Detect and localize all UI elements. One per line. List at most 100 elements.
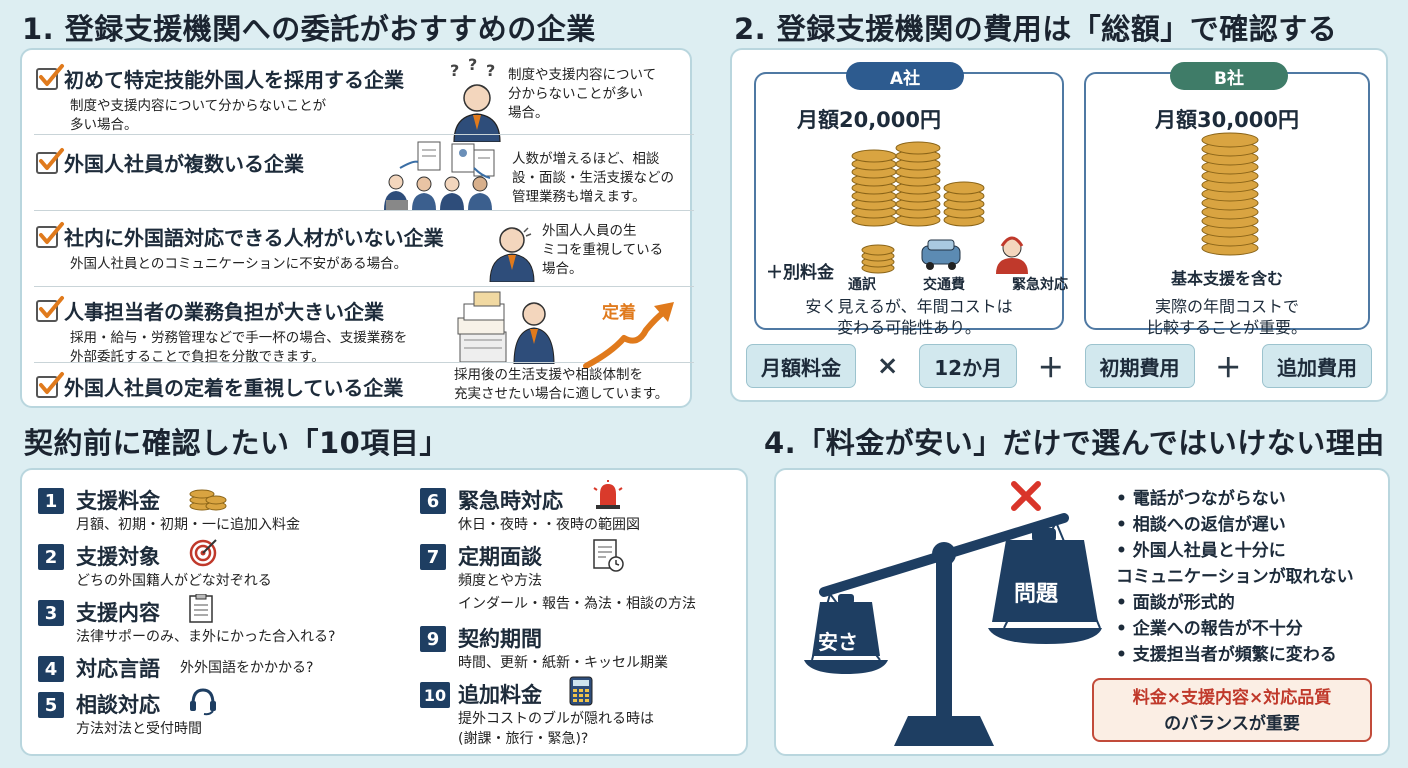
company-b-note: 実際の年間コストで — [1154, 297, 1299, 316]
s1-item-desc: 制度や支援内容について分からないことが — [70, 98, 327, 114]
s1-item-note: 制度や支援内容について — [508, 67, 657, 83]
item-number: 10 — [420, 682, 450, 708]
s1-item-note: 人数が増えるほど、相談 — [512, 151, 660, 167]
item-desc: (謝課・旅行・緊急)? — [458, 731, 589, 747]
extra-transport-label: 交通費 — [923, 277, 965, 293]
checkbox-checked-icon — [36, 63, 64, 90]
item-title: 追加料金 — [458, 683, 542, 707]
s1-item-desc: 採用・給与・労務管理などで手一杯の場合、支援業務を — [70, 330, 408, 346]
divider — [34, 210, 694, 211]
section4-title: 4.「料金が安い」だけで選んではいけない理由 — [764, 426, 1385, 460]
s1-item-desc: 外部委託することで負担を分散できます。 — [70, 349, 325, 365]
item-title: 支援内容 — [76, 601, 160, 625]
item-desc: どちの外国籍人がどな対ぞれる — [76, 573, 272, 589]
formula-plus: ＋ — [1215, 353, 1242, 384]
item-desc: 提外コストのブルが隠れる時は — [458, 711, 654, 727]
formula-additional-fee: 追加費用 — [1261, 344, 1372, 388]
company-a-price: 月額20,000円 — [796, 108, 942, 132]
s1-item-title: 外国人社員が複数いる企業 — [64, 152, 304, 176]
company-b-card: B社 月額30,000円 基本支援を含む 実際の年間コストで 比較することが重要… — [1084, 62, 1370, 337]
problem-item: 相談への返信が遅い — [1116, 512, 1354, 538]
s1-item-note: 分からないことが多い — [508, 86, 643, 102]
s1-item-note: 場合。 — [508, 105, 549, 121]
s1-item-note: 充実させたい場合に適しています。 — [454, 386, 669, 402]
problem-item: 外国人社員と十分に — [1116, 538, 1354, 564]
growth-arrow-icon — [583, 302, 674, 369]
s1-item-title: 人事担当者の業務負担が大きい企業 — [64, 300, 384, 324]
extra-emergency-label: 緊急対応 — [1012, 277, 1068, 293]
s1-item-note: 設・面談・生活支援などの — [512, 170, 674, 186]
company-b-included: 基本支援を含む — [1170, 269, 1283, 288]
checkbox-checked-icon — [36, 221, 64, 248]
company-b-price: 月額30,000円 — [1154, 108, 1300, 132]
company-b-badge: B社 — [1170, 62, 1288, 90]
svg-text:?: ? — [450, 61, 459, 80]
team-documents-icon — [384, 141, 495, 210]
item-desc: 頻度とや方法 — [458, 573, 542, 589]
item-desc: 外外国語をかかかる? — [180, 660, 314, 676]
item-number: 6 — [420, 488, 446, 514]
s1-item-title: 外国人社員の定着を重視している企業 — [64, 376, 404, 400]
coin-stack-tall-icon — [1201, 132, 1259, 256]
cost-formula: 月額料金 × 12か月 ＋ 初期費用 ＋ 追加費用 — [746, 342, 1372, 390]
item-desc: 時間、更新・紙新・キッセル期業 — [458, 655, 668, 671]
balance-scale-icon — [804, 481, 1102, 746]
item-title: 契約期間 — [458, 627, 542, 651]
item-desc: 法律サポーのみ、ま外にかった合入れる? — [76, 629, 336, 645]
problem-item: 電話がつながらない — [1116, 486, 1354, 512]
problem-item: コミュニケーションが取れない — [1116, 567, 1354, 587]
item-title: 定期面談 — [458, 545, 542, 569]
company-a-card: A社 月額20,000円 ＋別料金 — [754, 62, 1068, 337]
item-number: 7 — [420, 544, 446, 570]
paperwork-pile-icon — [457, 291, 555, 364]
section1-title: 1. 登録支援機関への委託がおすすめの企業 — [22, 12, 596, 46]
item-title: 緊急時対応 — [458, 489, 563, 513]
extra-interpreter-label: 通訳 — [848, 277, 876, 293]
formula-plus: ＋ — [1037, 353, 1064, 384]
section2-title: 2. 登録支援機関の費用は「総額」で確認する — [734, 12, 1338, 46]
growth-arrow-label: 定着 — [602, 303, 636, 323]
s1-item-retention: 外国人社員の定着を重視している企業 — [36, 371, 696, 401]
item-desc: インダール・報告・為法・相談の方法 — [458, 596, 696, 612]
company-a-note: 安く見えるが、年間コストは — [805, 297, 1013, 316]
coin-stacks-icon — [851, 141, 985, 227]
item-desc: 休日・夜時・・夜時の範囲図 — [458, 517, 640, 533]
s1-item-title: 社内に外国語対応できる人材がいない企業 — [64, 226, 444, 250]
formula-initial-fee: 初期費用 — [1084, 344, 1195, 388]
scale-left-label: 安さ — [818, 630, 858, 654]
checklist-icon — [189, 594, 213, 623]
formula-months: 12か月 — [919, 344, 1018, 388]
item-number: 4 — [38, 656, 64, 682]
item-title: 対応言語 — [76, 657, 160, 681]
checkbox-checked-icon — [36, 147, 64, 174]
formula-monthly-fee: 月額料金 — [746, 344, 856, 388]
item-title: 支援料金 — [76, 489, 160, 513]
headset-icon — [190, 688, 216, 716]
section3-panel: 1 支援料金 月額、初期・初期・一に追加入料金 2 支援対象 どちの外国籍人がど… — [20, 468, 748, 756]
section1-panel: 初めて特定技能外国人を採用する企業 制度や支援内容について分からないことが 多い… — [20, 48, 694, 408]
item-number: 9 — [420, 626, 446, 652]
scale-right-label: 問題 — [1014, 582, 1059, 607]
s1-item-note: 場合。 — [542, 261, 583, 277]
checkbox-checked-icon — [36, 295, 64, 322]
item-number: 5 — [38, 692, 64, 718]
item-number: 1 — [38, 488, 64, 514]
divider — [34, 362, 694, 363]
problem-item: 支援担当者が頻繁に変わる — [1116, 642, 1354, 668]
problem-item: 企業への報告が不十分 — [1116, 616, 1354, 642]
balance-callout: 料金×支援内容×対応品質 のバランスが重要 — [1092, 678, 1372, 742]
company-a-badge: A社 — [846, 62, 964, 90]
s1-item-note: 管理業務も増えます。 — [512, 189, 646, 205]
item-desc: 月額、初期・初期・一に追加入料金 — [76, 517, 300, 533]
coins-icon — [189, 489, 227, 511]
s1-item-desc: 外国人社員とのコミュニケーションに不安がある場合。 — [70, 256, 408, 272]
divider — [34, 134, 694, 135]
checkbox-checked-icon — [36, 371, 64, 398]
s1-item-note: 採用後の生活支援や相談体制を — [454, 367, 643, 383]
siren-icon — [593, 480, 623, 509]
item-number: 3 — [38, 600, 64, 626]
s1-item-note: ミコを重視している — [542, 242, 664, 258]
svg-text:?: ? — [486, 61, 495, 80]
balance-line: 料金×支援内容×対応品質 — [1132, 688, 1332, 708]
worried-person-icon — [489, 227, 535, 282]
